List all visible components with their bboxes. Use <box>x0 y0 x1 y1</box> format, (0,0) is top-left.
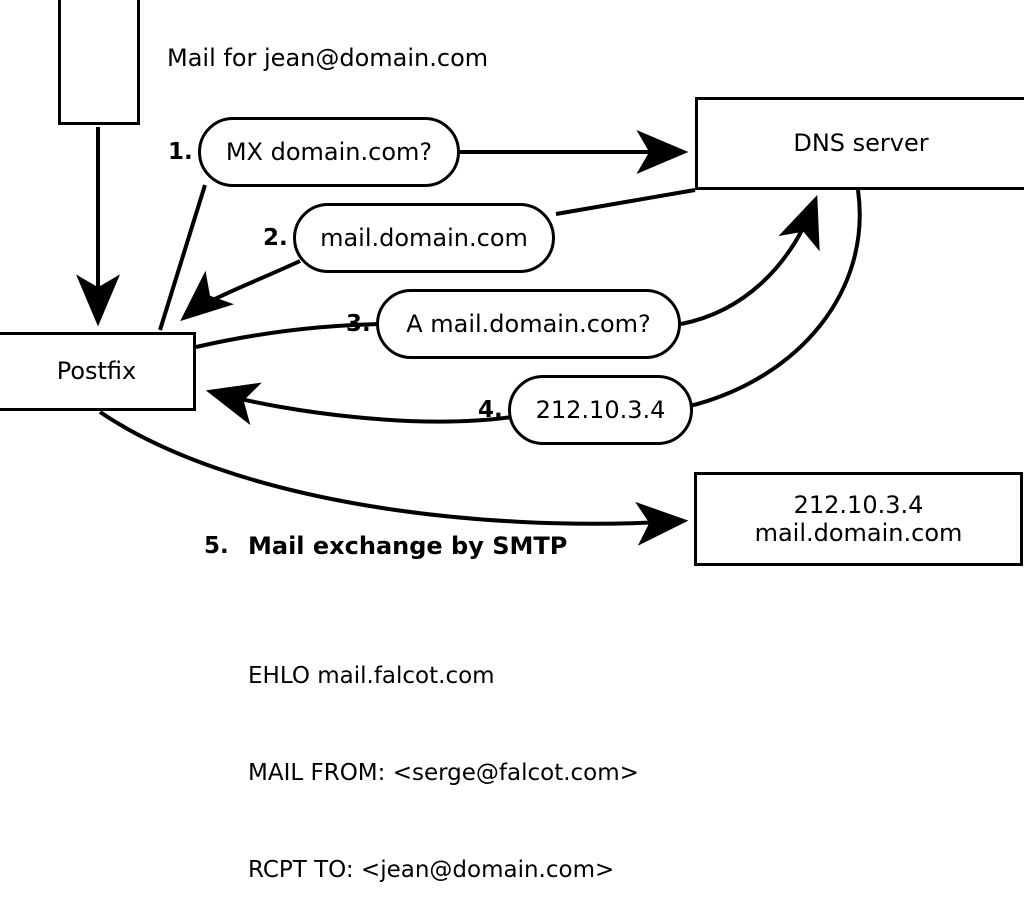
transcript-line: EHLO mail.falcot.com <box>248 662 495 689</box>
wire-step2-head <box>555 188 696 216</box>
step-5-caption: Mail exchange by SMTP <box>248 532 568 560</box>
bubble-step-1-label: MX domain.com? <box>225 138 433 166</box>
wire-step4-head <box>689 189 862 408</box>
target-server-ip: 212.10.3.4 <box>793 490 924 519</box>
step-number-1: 1. <box>168 139 193 165</box>
wire-step3-tail <box>195 322 382 349</box>
wire-step1-tail <box>158 184 207 331</box>
postfix-node: Postfix <box>0 332 196 411</box>
bubble-step-4-label: 212.10.3.4 <box>535 396 666 424</box>
bubble-step-1: MX domain.com? <box>198 117 460 187</box>
step-number-3: 3. <box>346 311 371 337</box>
bubble-step-3-label: A mail.domain.com? <box>406 310 651 338</box>
dns-server-node: DNS server <box>695 97 1024 190</box>
wire-step3-head <box>680 195 820 326</box>
page-title: Mail for jean@domain.com <box>167 44 489 72</box>
wire-step4-tail <box>205 382 513 426</box>
target-mail-server-node: 212.10.3.4 mail.domain.com <box>694 472 1023 566</box>
step-number-2: 2. <box>263 225 288 251</box>
wire-step2-tail <box>180 259 301 322</box>
dns-server-label: DNS server <box>793 129 929 158</box>
bubble-step-4: 212.10.3.4 <box>508 375 693 445</box>
bubble-step-2-label: mail.domain.com <box>320 224 528 252</box>
bubble-step-2: mail.domain.com <box>293 203 555 273</box>
target-server-hostname: mail.domain.com <box>754 519 963 547</box>
bubble-step-3: A mail.domain.com? <box>376 289 681 359</box>
step-number-5: 5. <box>204 533 229 559</box>
transcript-line: RCPT TO: <jean@domain.com> <box>248 857 615 884</box>
sender-box <box>58 0 140 125</box>
transcript-line: MAIL FROM: <serge@falcot.com> <box>248 760 639 787</box>
smtp-transcript: EHLO mail.falcot.com MAIL FROM: <serge@f… <box>248 595 639 919</box>
step-number-4: 4. <box>478 397 503 423</box>
postfix-label: Postfix <box>56 357 137 386</box>
wire-step5 <box>98 410 689 546</box>
